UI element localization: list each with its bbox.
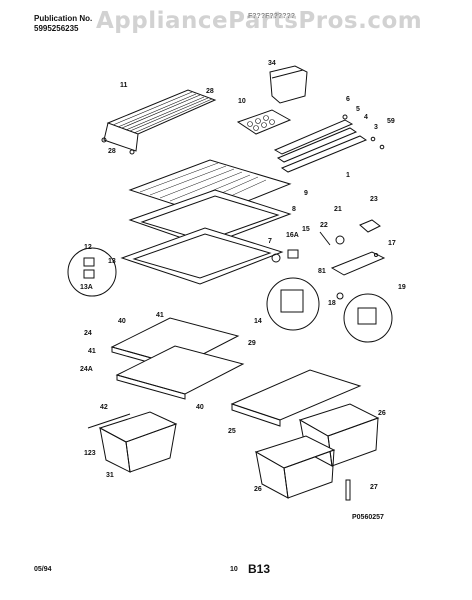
- callout-23: 23: [370, 196, 378, 203]
- detail-circle-14: [266, 277, 320, 331]
- callout-25: 25: [228, 428, 236, 435]
- model-number: F???F??????: [248, 13, 296, 20]
- callout-7: 7: [268, 238, 272, 245]
- callout-81: 81: [318, 268, 326, 275]
- crisper-drawer-26b: [254, 435, 336, 499]
- publication-header: Publication No. 5995256235: [34, 14, 92, 34]
- callout-24: 24: [84, 330, 92, 337]
- part-18: [336, 292, 344, 300]
- egg-tray-10: [236, 109, 292, 135]
- callout-12: 12: [84, 244, 92, 251]
- callout-19: 19: [398, 284, 406, 291]
- callout-123: 123: [84, 450, 96, 457]
- callout-28a: 28: [206, 88, 214, 95]
- callout-11: 11: [120, 82, 128, 89]
- footer-page: 10: [230, 566, 238, 573]
- callout-41a: 41: [156, 312, 164, 319]
- callout-34: 34: [268, 60, 276, 67]
- meat-drawer-31: [87, 411, 178, 473]
- callout-18: 18: [328, 300, 336, 307]
- figure-code: P0560257: [352, 514, 384, 521]
- shelf-frame-7: [120, 227, 284, 285]
- parts-15-16a: [271, 249, 299, 263]
- callout-21: 21: [334, 206, 342, 213]
- callout-16a: 16A: [286, 232, 299, 239]
- glass-shelf-40-41: [110, 317, 245, 400]
- callout-40b: 40: [196, 404, 204, 411]
- callout-6: 6: [346, 96, 350, 103]
- wire-shelf-11: [101, 89, 217, 155]
- callout-13a: 13A: [80, 284, 93, 291]
- callout-40a: 40: [118, 318, 126, 325]
- callout-5: 5: [356, 106, 360, 113]
- callout-10: 10: [238, 98, 246, 105]
- callout-9: 9: [304, 190, 308, 197]
- footer-date: 05/94: [34, 566, 52, 573]
- callout-3: 3: [374, 124, 378, 131]
- callout-41b: 41: [88, 348, 96, 355]
- crisper-cover-25: [230, 369, 362, 427]
- callout-8: 8: [292, 206, 296, 213]
- control-parts-21-23: [319, 219, 381, 246]
- callout-22: 22: [320, 222, 328, 229]
- publication-label: Publication No.: [34, 14, 93, 23]
- publication-number: 5995256235: [34, 24, 79, 33]
- part-27: [345, 479, 351, 501]
- callout-26a: 26: [378, 410, 386, 417]
- control-housing-17: [330, 251, 386, 276]
- footer-section-code: B13: [248, 562, 271, 576]
- callout-29: 29: [248, 340, 256, 347]
- callout-24a: 24A: [80, 366, 93, 373]
- callout-14: 14: [254, 318, 262, 325]
- callout-1: 1: [346, 172, 350, 179]
- callout-4: 4: [364, 114, 368, 121]
- callout-27: 27: [370, 484, 378, 491]
- callout-28b: 28: [108, 148, 116, 155]
- callout-42: 42: [100, 404, 108, 411]
- callout-17: 17: [388, 240, 396, 247]
- callout-26b: 26: [254, 486, 262, 493]
- detail-circle-19: [343, 293, 393, 343]
- callout-13: 13: [108, 258, 116, 265]
- callout-59: 59: [387, 118, 395, 125]
- butter-bin-34: [269, 65, 308, 104]
- watermark: AppliancePartsPros.com: [96, 8, 423, 34]
- shelf-rails-1-6: [273, 114, 385, 173]
- callout-15: 15: [302, 226, 310, 233]
- detail-circle-12-13: [67, 247, 117, 297]
- callout-31: 31: [106, 472, 114, 479]
